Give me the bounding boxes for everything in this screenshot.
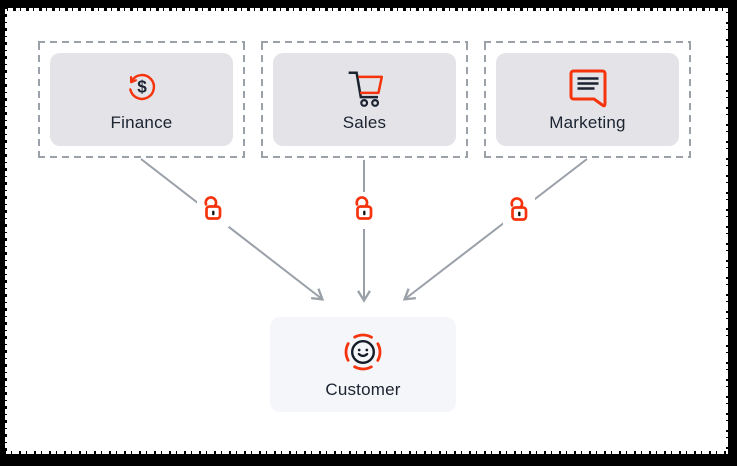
sales-card: Sales [273, 53, 456, 146]
frame-edge-right [726, 0, 737, 466]
money-refresh-icon: $ [128, 73, 155, 100]
marketing-label: Marketing [549, 112, 626, 132]
finance-department-box: $ Finance [38, 41, 245, 158]
sales-label: Sales [342, 112, 387, 132]
frame-edge-top [0, 0, 737, 11]
shopping-cart-icon [348, 71, 383, 107]
customer-label: Customer [325, 380, 401, 400]
marketing-department-box: Marketing [484, 41, 691, 158]
frame-edge-bottom [0, 451, 737, 466]
dollar-symbol: $ [137, 77, 147, 97]
finance-label: Finance [110, 112, 173, 132]
open-padlock-icon [510, 197, 528, 221]
customer-smiley-icon [344, 333, 382, 371]
arrow-marketing-to-customer [402, 158, 588, 301]
open-padlock-icon [355, 196, 373, 220]
frame-edge-left [0, 0, 7, 466]
chat-bubble-icon [569, 69, 606, 108]
customer-target-card: Customer [270, 317, 456, 412]
open-padlock-icon [204, 196, 222, 220]
marketing-card: Marketing [496, 53, 679, 146]
arrow-finance-to-customer [140, 158, 325, 301]
sales-department-box: Sales [261, 41, 468, 158]
finance-card: $ Finance [50, 53, 233, 146]
